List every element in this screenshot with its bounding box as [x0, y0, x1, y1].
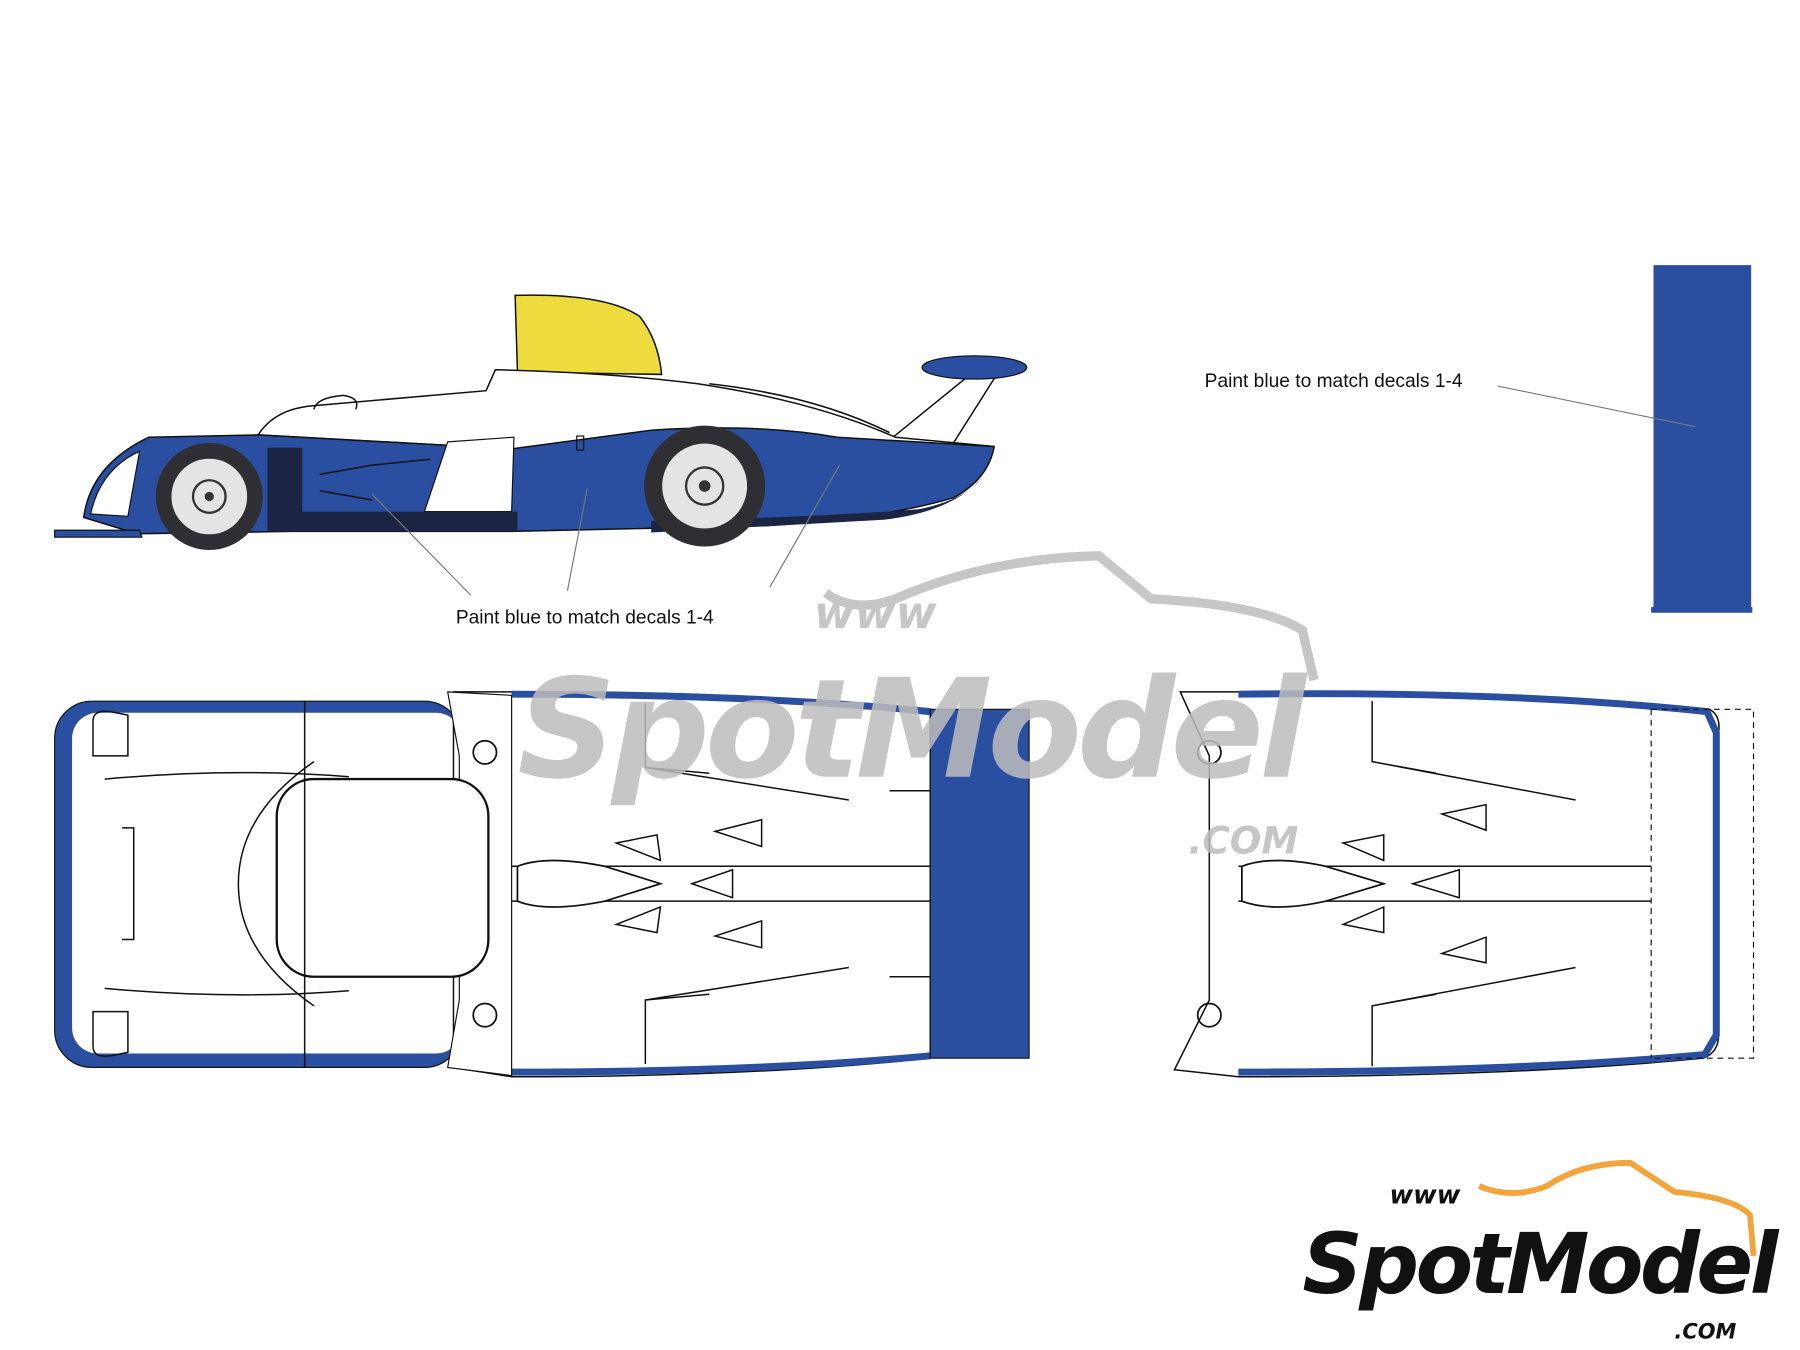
rear-wing-strut [891, 375, 997, 448]
roll-hoop-yellow [514, 294, 663, 376]
rear-wing-plan: Paint blue to match decals 1-4 [1205, 265, 1753, 613]
watermark-car-silhouette [822, 551, 1319, 682]
side-sill-dark [267, 511, 518, 532]
rear-wheel [644, 425, 766, 547]
car-top-view [54, 690, 1030, 1078]
nose-white [89, 450, 141, 517]
front-splitter [54, 529, 143, 538]
spotmodel-logo: www SpotModel .COM [1302, 1159, 1783, 1343]
watermark-com: .COM [1188, 818, 1298, 862]
car-side-view: Paint blue to match decals 1-4 [54, 294, 1028, 628]
logo-com: .COM [1674, 1319, 1736, 1343]
side-view-label: Paint blue to match decals 1-4 [456, 607, 714, 628]
wing-label: Paint blue to match decals 1-4 [1205, 371, 1463, 392]
logo-brand: SpotModel [1302, 1215, 1779, 1313]
upper-body-white [256, 369, 995, 450]
rear-wing-side [921, 355, 1028, 380]
car-underside-view [1173, 690, 1755, 1078]
leader-lines [371, 464, 841, 596]
watermark: www SpotModel .COM [517, 551, 1319, 862]
front-wheel [155, 443, 263, 551]
logo-car-silhouette [1477, 1159, 1757, 1257]
watermark-brand: SpotModel [517, 651, 1308, 810]
logo-www: www [1390, 1180, 1461, 1210]
watermark-www: www [814, 588, 937, 639]
